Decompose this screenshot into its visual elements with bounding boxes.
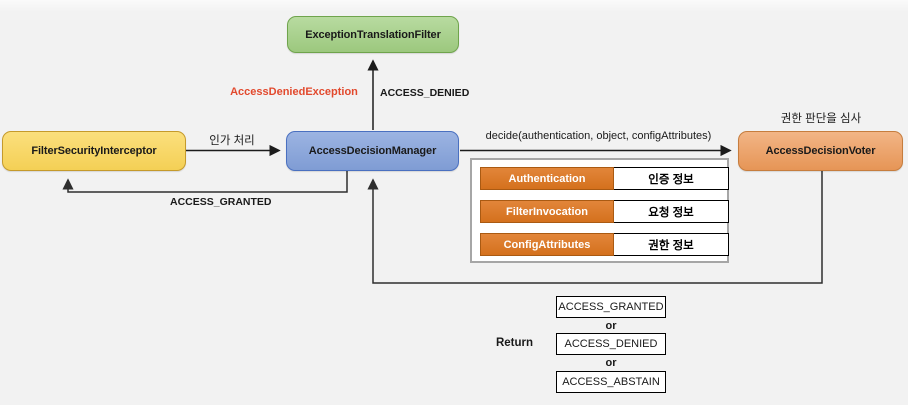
table-value-cell: 권한 정보	[614, 233, 729, 256]
return-option-access-denied: ACCESS_DENIED	[556, 333, 666, 355]
node-access-decision-manager: AccessDecisionManager	[286, 131, 459, 171]
label-voter-caption: 권한 판단을 심사	[780, 113, 862, 125]
label-access-denied-exception: AccessDeniedException	[230, 86, 358, 98]
or-separator: or	[605, 357, 617, 369]
label-decide-call: decide(authentication, object, configAtt…	[485, 130, 712, 142]
table-row: Authentication 인증 정보	[480, 167, 729, 190]
table-value-cell: 요청 정보	[614, 200, 729, 223]
table-key-cell: Authentication	[480, 167, 614, 190]
table-row: FilterInvocation 요청 정보	[480, 200, 729, 223]
node-label: AccessDecisionVoter	[765, 145, 876, 157]
return-option-access-granted: ACCESS_GRANTED	[556, 296, 666, 318]
node-label: ExceptionTranslationFilter	[305, 28, 441, 41]
table-value-cell: 인증 정보	[614, 167, 729, 190]
table-key-cell: FilterInvocation	[480, 200, 614, 223]
node-access-decision-voter: AccessDecisionVoter	[738, 131, 903, 171]
node-exception-translation-filter: ExceptionTranslationFilter	[287, 16, 459, 53]
label-authorization-process: 인가 처리	[209, 135, 255, 147]
label-access-granted: ACCESS_GRANTED	[170, 196, 272, 208]
return-label: Return	[495, 337, 533, 349]
node-label: FilterSecurityInterceptor	[31, 145, 157, 157]
decide-params-table: Authentication 인증 정보 FilterInvocation 요청…	[470, 158, 729, 263]
connector-access-granted-return	[62, 171, 348, 193]
return-option-access-abstain: ACCESS_ABSTAIN	[556, 371, 666, 393]
node-label: AccessDecisionManager	[308, 145, 437, 157]
table-row: ConfigAttributes 권한 정보	[480, 233, 729, 256]
or-separator: or	[605, 320, 617, 332]
label-access-denied: ACCESS_DENIED	[380, 87, 470, 99]
connector-voter-return	[367, 171, 823, 284]
table-key-cell: ConfigAttributes	[480, 233, 614, 256]
node-filter-security-interceptor: FilterSecurityInterceptor	[2, 131, 186, 171]
